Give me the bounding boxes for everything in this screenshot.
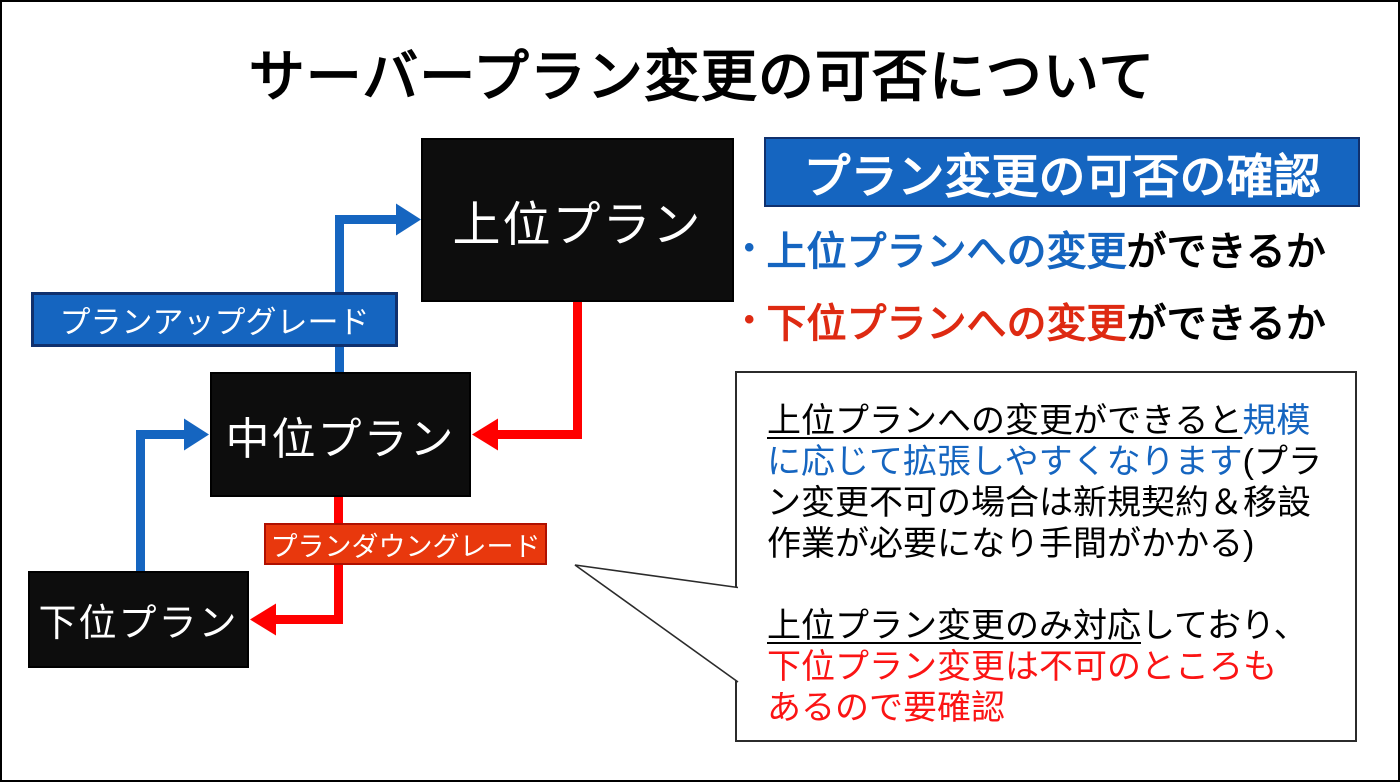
downgrade-arrow-middle-to-lower-icon <box>250 497 343 636</box>
bullet-upper-plan-change: • 上位プランへの変更 ができるか <box>744 224 1394 274</box>
bullet-2-highlight: 下位プランへの変更 <box>766 302 1127 346</box>
downgrade-arrow-upper-to-middle-icon <box>472 302 582 451</box>
plan-downgrade-label: プランダウングレード <box>264 523 547 565</box>
callout-line: に応じて拡張しやすくなります(プラ <box>767 442 1337 483</box>
plan-upgrade-label: プランアップグレード <box>31 292 398 347</box>
callout-black-text: (プラ <box>1242 443 1322 481</box>
callout-black-text: 作業が必要になり手間がかかる) <box>767 525 1255 563</box>
page-title: サーバープラン変更の可否について <box>248 45 1156 108</box>
plan-box-middle-label: 中位プラン <box>225 414 456 464</box>
callout-blue-text: に応じて拡張しやすくなります <box>767 443 1243 481</box>
callout-line: ン変更不可の場合は新規契約＆移設 <box>767 483 1337 524</box>
callout-line: あるので要確認 <box>767 688 1337 729</box>
bullet-lower-plan-change: • 下位プランへの変更 ができるか <box>744 296 1394 346</box>
bullet-dot-icon: • <box>744 303 755 336</box>
plan-box-lower-label: 下位プラン <box>38 603 239 645</box>
callout-red-text: 下位プラン変更は不可のところも <box>767 648 1277 686</box>
bullet-1-rest: ができるか <box>1126 230 1326 274</box>
plan-box-upper-label: 上位プラン <box>452 199 703 252</box>
upgrade-arrow-lower-to-middle-icon <box>136 418 209 571</box>
callout-box: 上位プランへの変更ができると規模 に応じて拡張しやすくなります(プラ ン変更不可… <box>735 371 1357 742</box>
panel-heading: プラン変更の可否の確認 <box>764 137 1360 207</box>
callout-line: 下位プラン変更は不可のところも <box>767 647 1337 688</box>
callout-line: 上位プランへの変更ができると規模 <box>767 401 1337 442</box>
callout-underlined-text: 上位プランへの変更ができると <box>767 402 1243 440</box>
plan-box-upper: 上位プラン <box>421 138 734 302</box>
callout-black-text: しており、 <box>1141 607 1308 645</box>
callout-line: 上位プラン変更のみ対応しており、 <box>767 606 1337 647</box>
callout-blue-text: 規模 <box>1242 402 1311 440</box>
callout-line: 作業が必要になり手間がかかる) <box>767 524 1337 565</box>
bullet-1-highlight: 上位プランへの変更 <box>766 230 1127 274</box>
bullet-dot-icon: • <box>744 231 755 264</box>
bullet-2-rest: ができるか <box>1126 302 1326 346</box>
callout-underlined-text: 上位プラン変更のみ対応 <box>767 607 1141 645</box>
plan-box-lower: 下位プラン <box>28 571 249 668</box>
plan-box-middle: 中位プラン <box>210 372 471 497</box>
callout-black-text: ン変更不可の場合は新規契約＆移設 <box>767 484 1311 522</box>
callout-red-text: あるので要確認 <box>767 689 1005 727</box>
